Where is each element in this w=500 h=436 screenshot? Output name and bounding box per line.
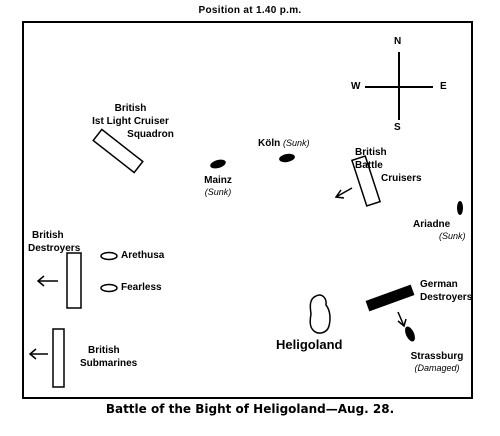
koln-status: (Sunk) — [283, 138, 310, 148]
compass-south: S — [394, 122, 401, 133]
koln-label: Köln (Sunk) — [258, 137, 310, 150]
compass-rose — [365, 52, 433, 120]
british-destroyers-line2: Destroyers — [28, 243, 81, 254]
battle-cruisers-line1: British — [355, 147, 387, 158]
british-destroyers-label: British Destroyers — [28, 229, 80, 255]
map-title: Position at 1.40 p.m. — [198, 5, 302, 16]
ariadne-label: Ariadne (Sunk) — [413, 218, 466, 242]
submarines-arrow — [28, 348, 48, 360]
ariadne-status: (Sunk) — [439, 231, 466, 241]
strassburg-label: Strassburg (Damaged) — [402, 350, 472, 374]
compass-east: E — [440, 81, 447, 92]
german-destroyers-line1: German — [420, 279, 458, 290]
map-frame — [22, 21, 473, 399]
destroyers-arrow — [36, 275, 58, 287]
map-caption: Battle of the Bight of Heligoland—Aug. 2… — [105, 402, 395, 416]
light-cruiser-label-line1: British — [114, 103, 147, 114]
fearless-label: Fearless — [121, 282, 162, 293]
battle-cruisers-arrow — [334, 187, 353, 199]
heligoland-island — [309, 294, 331, 334]
battle-cruisers-label: British Battle Cruisers — [355, 146, 422, 185]
light-cruiser-squadron-marker — [92, 128, 144, 174]
british-destroyers-line1: British — [32, 230, 64, 241]
british-submarines-line1: British — [88, 345, 120, 356]
german-destroyers-marker — [365, 284, 415, 312]
british-submarines-marker — [52, 328, 65, 388]
strassburg-name: Strassburg — [410, 351, 464, 362]
koln-name: Köln — [258, 138, 281, 149]
mainz-ship-marker — [210, 159, 226, 169]
arethusa-ship-marker — [100, 251, 118, 261]
compass-west: W — [351, 81, 361, 92]
british-submarines-label: British Submarines — [80, 344, 137, 370]
mainz-label: Mainz (Sunk) — [195, 174, 241, 198]
battle-cruisers-line3: Cruisers — [381, 173, 422, 184]
british-submarines-line2: Submarines — [80, 358, 138, 369]
ariadne-ship-marker — [457, 201, 463, 215]
light-cruiser-label-line2: Ist Light Cruiser — [92, 116, 169, 127]
mainz-status: (Sunk) — [204, 187, 232, 197]
strassburg-ship-marker — [405, 326, 415, 342]
british-destroyers-marker — [66, 252, 82, 309]
heligoland-label: Heligoland — [276, 337, 343, 352]
german-destroyers-label: German Destroyers — [420, 278, 472, 304]
battle-cruisers-marker — [350, 155, 382, 207]
light-cruiser-label: British Ist Light Cruiser Squadron — [78, 102, 183, 141]
koln-ship-marker — [279, 153, 295, 163]
german-destroyers-line2: Destroyers — [420, 292, 473, 303]
battle-cruisers-line2: Battle — [355, 160, 383, 171]
compass-north: N — [394, 36, 402, 47]
strassburg-status: (Damaged) — [414, 363, 460, 373]
arethusa-label: Arethusa — [121, 250, 165, 261]
mainz-name: Mainz — [204, 175, 232, 186]
german-destroyers-arrow — [397, 311, 407, 328]
ariadne-name: Ariadne — [413, 219, 451, 230]
light-cruiser-label-line3: Squadron — [127, 129, 174, 140]
fearless-ship-marker — [100, 283, 118, 293]
